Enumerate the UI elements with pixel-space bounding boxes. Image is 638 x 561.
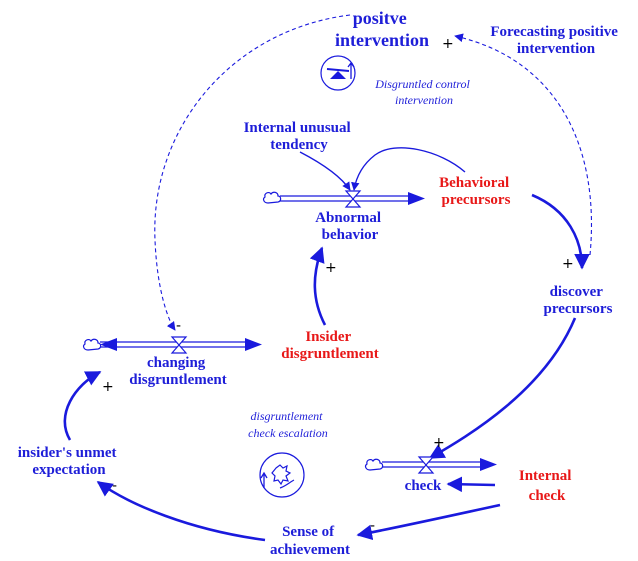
polarity-abnormal-behavior: + bbox=[325, 260, 337, 276]
link-expectation-to-changing bbox=[63, 370, 102, 441]
valve-icon bbox=[417, 456, 435, 474]
polarity-expectation-link: - bbox=[112, 478, 117, 494]
link-internal-check-to-check bbox=[446, 476, 496, 493]
valve-icon bbox=[170, 336, 188, 354]
link-internal-tendency-to-valve bbox=[299, 151, 351, 191]
valve-icon bbox=[344, 190, 362, 208]
abnormal-behavior-flow bbox=[262, 190, 425, 208]
polarity-positive-intervention: + bbox=[442, 36, 454, 52]
link-achievement-to-expectation bbox=[96, 480, 266, 542]
polarity-changing-disgruntlement: - bbox=[176, 318, 181, 334]
seesaw-balance-icon bbox=[320, 55, 356, 91]
node-sense-of-achievement: Sense of achievement bbox=[270, 524, 350, 558]
node-behavioral-precursors: Behavioral precursors bbox=[439, 175, 513, 208]
cloud-source-icon bbox=[82, 338, 102, 351]
cloud-source-icon bbox=[364, 458, 384, 471]
node-discover-precursors: discover precursors bbox=[544, 284, 613, 317]
link-positive-intervention-to-changing bbox=[154, 14, 351, 331]
polarity-discover-precursors: + bbox=[562, 256, 574, 272]
cloud-source-icon bbox=[262, 191, 282, 204]
node-changing-disgruntlement: changing disgruntlement bbox=[129, 355, 227, 388]
polarity-changing-from-expectation: + bbox=[102, 379, 114, 395]
check-flow bbox=[364, 456, 497, 474]
link-internal-check-to-achievement bbox=[356, 503, 501, 541]
snowball-reinforcing-icon bbox=[259, 452, 305, 498]
node-disgruntlement-check-escalation: disgruntlement check escalation bbox=[248, 409, 328, 440]
node-internal-check: Internal check bbox=[519, 468, 575, 504]
polarity-achievement-link: - bbox=[370, 518, 375, 534]
node-internal-unusual-tendency: Internal unusual tendency bbox=[244, 120, 355, 153]
node-insiders-unmet-expectation: insider's unmet expectation bbox=[18, 445, 121, 478]
node-forecasting-positive-intervention: Forecasting positive intervention bbox=[490, 24, 621, 57]
link-behavioral-to-discover bbox=[531, 193, 590, 270]
link-behavioral-to-valve bbox=[351, 147, 466, 191]
link-discover-to-check bbox=[428, 317, 577, 460]
node-positive-intervention: positve intervention bbox=[335, 8, 429, 50]
node-abnormal-behavior: Abnormal behavior bbox=[315, 210, 385, 243]
changing-disgruntlement-flow bbox=[82, 336, 262, 354]
link-disgruntlement-to-abnormal bbox=[309, 246, 327, 326]
polarity-check: + bbox=[433, 435, 445, 451]
node-insider-disgruntlement: Insider disgruntlement bbox=[281, 329, 379, 362]
node-disgruntled-control-intervention: Disgruntled control intervention bbox=[374, 77, 473, 107]
link-discover-to-positive-intervention bbox=[454, 33, 593, 256]
node-check: check bbox=[405, 478, 442, 494]
